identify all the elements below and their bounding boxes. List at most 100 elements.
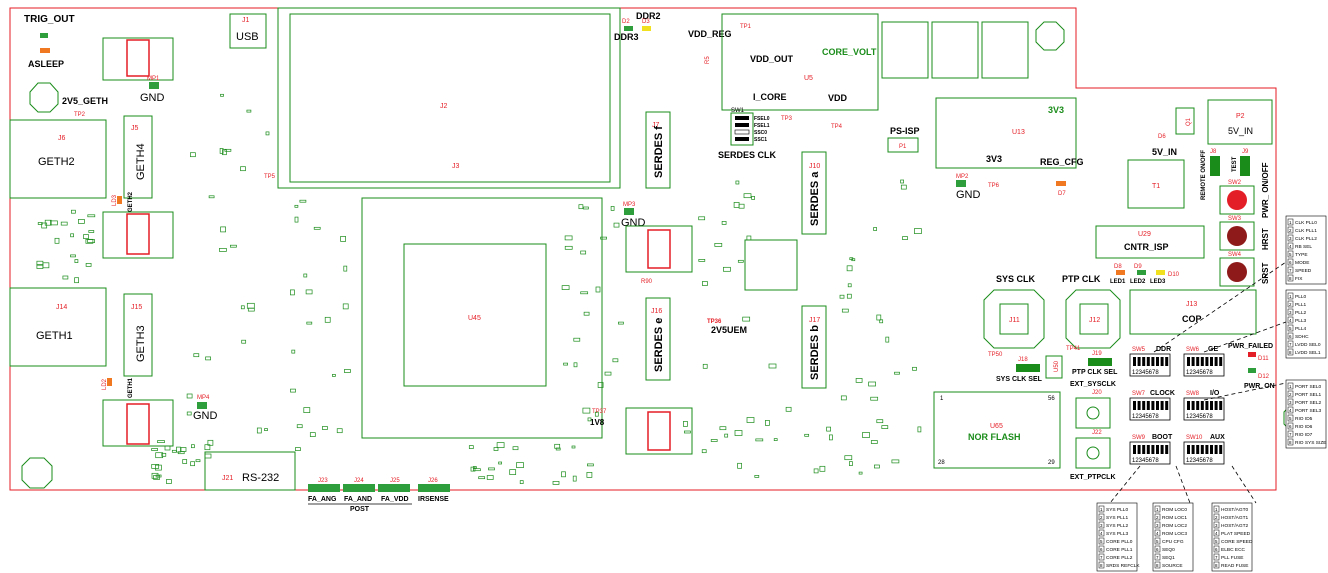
dip-lever[interactable] xyxy=(1210,357,1213,366)
dip-lever[interactable] xyxy=(1133,357,1136,366)
sw1-pos2 xyxy=(735,123,749,127)
geth2-label: GETH2 xyxy=(38,156,75,168)
dip-lever[interactable] xyxy=(1142,445,1146,454)
dip-lever[interactable] xyxy=(1133,445,1136,454)
dip-lever[interactable] xyxy=(1210,445,1213,454)
dip-lever[interactable] xyxy=(1200,445,1204,454)
smd-component xyxy=(594,411,599,417)
sw6-levers: 12345678 xyxy=(1186,357,1223,376)
serdes-e-label: SERDES e xyxy=(653,318,665,372)
legend-index: 4 xyxy=(1100,531,1103,536)
dip-lever[interactable] xyxy=(1160,357,1164,366)
tp4-label: TP4 xyxy=(831,124,843,130)
nor-flash-label: NOR FLASH xyxy=(968,432,1021,442)
dip-lever[interactable] xyxy=(1137,445,1141,454)
sw3-label: SW3 xyxy=(1228,216,1242,222)
smd-component xyxy=(296,424,303,429)
dip-lever[interactable] xyxy=(1191,401,1195,410)
dip-lever[interactable] xyxy=(1196,357,1200,366)
legend-item: PORT SEL0 xyxy=(1295,384,1322,390)
pwr-onoff-button[interactable] xyxy=(1227,190,1247,210)
smd-component xyxy=(207,439,214,446)
smd-component xyxy=(151,472,159,479)
dip-lever[interactable] xyxy=(1156,401,1159,410)
srst-button[interactable] xyxy=(1227,262,1247,282)
dip-lever[interactable] xyxy=(1187,445,1190,454)
smd-component xyxy=(155,474,162,478)
cop-label: COP xyxy=(1182,314,1202,324)
smd-component xyxy=(881,425,889,429)
smd-component xyxy=(265,131,270,136)
dip-lever[interactable] xyxy=(1137,401,1141,410)
smd-component xyxy=(71,209,76,214)
dip-lever[interactable] xyxy=(1187,401,1190,410)
dip-lever[interactable] xyxy=(1151,401,1155,410)
smd-component xyxy=(724,433,729,438)
dip-lever[interactable] xyxy=(1146,445,1150,454)
legend-index-box xyxy=(1287,250,1294,258)
legend-index: 1 xyxy=(1289,220,1292,225)
fa-and-label: FA_AND xyxy=(344,496,372,503)
dip-lever[interactable] xyxy=(1219,357,1223,366)
dip-lever[interactable] xyxy=(1137,357,1141,366)
dip-lever[interactable] xyxy=(1160,401,1164,410)
legend-item: CORE PLL0 xyxy=(1106,539,1133,545)
dip-lever[interactable] xyxy=(1165,357,1169,366)
smd-component xyxy=(580,291,589,295)
dip-lever[interactable] xyxy=(1214,401,1218,410)
dip-lever[interactable] xyxy=(1156,445,1159,454)
smd-component xyxy=(204,444,211,451)
dip-lever[interactable] xyxy=(1151,357,1155,366)
dip-lever[interactable] xyxy=(1205,357,1209,366)
smd-component xyxy=(204,453,212,459)
dip-lever[interactable] xyxy=(1156,357,1159,366)
dip-lever[interactable] xyxy=(1142,357,1146,366)
dip-lever[interactable] xyxy=(1219,401,1223,410)
smd-component xyxy=(186,411,192,416)
legend-index-box xyxy=(1287,308,1294,316)
legend-item: CLK PLL0 xyxy=(1295,220,1317,226)
dip-lever[interactable] xyxy=(1133,401,1136,410)
legend-index-box xyxy=(1287,226,1294,234)
d8-label: D8 xyxy=(1114,264,1122,270)
dip-lever[interactable] xyxy=(1187,357,1190,366)
dip-lever[interactable] xyxy=(1146,401,1150,410)
dip-lever[interactable] xyxy=(1191,445,1195,454)
d11-led xyxy=(1248,352,1256,357)
dip-lever[interactable] xyxy=(1210,401,1213,410)
dip-lever[interactable] xyxy=(1165,445,1169,454)
j21-label: J21 xyxy=(222,475,233,482)
dip-lever[interactable] xyxy=(1151,445,1155,454)
r90-label: R90 xyxy=(641,279,653,285)
u50-label: U50 xyxy=(1054,360,1060,372)
legend-index: 7 xyxy=(1289,268,1292,273)
smd-component xyxy=(151,448,158,451)
dip-lever[interactable] xyxy=(1200,401,1204,410)
dip-lever[interactable] xyxy=(1196,445,1200,454)
dip-lever[interactable] xyxy=(1160,445,1164,454)
dip-lever[interactable] xyxy=(1214,445,1218,454)
dip-lever[interactable] xyxy=(1219,445,1223,454)
legend-index-box xyxy=(1287,406,1294,414)
dip-lever[interactable] xyxy=(1205,445,1209,454)
dip-lever[interactable] xyxy=(1205,401,1209,410)
smd-component xyxy=(885,336,890,343)
tp50-label: TP50 xyxy=(988,352,1003,358)
p1-label: P1 xyxy=(899,144,907,150)
dip-lever[interactable] xyxy=(1196,401,1200,410)
dip-lever[interactable] xyxy=(1191,357,1195,366)
dip-lever[interactable] xyxy=(1200,357,1204,366)
dip-lever[interactable] xyxy=(1214,357,1218,366)
d9-led xyxy=(1137,270,1146,275)
legend-index: 4 xyxy=(1289,244,1292,249)
test-label: TEST xyxy=(1232,156,1238,172)
small-components xyxy=(36,93,922,485)
legend-item: HOST/AGT0 xyxy=(1221,507,1249,513)
dip-lever[interactable] xyxy=(1165,401,1169,410)
connector-mid-red xyxy=(625,225,693,273)
hrst-button[interactable] xyxy=(1227,226,1247,246)
dip-lever[interactable] xyxy=(1142,401,1146,410)
j8-label: J8 xyxy=(1210,149,1217,155)
dip-lever[interactable] xyxy=(1146,357,1150,366)
legend-index: 5 xyxy=(1156,539,1159,544)
